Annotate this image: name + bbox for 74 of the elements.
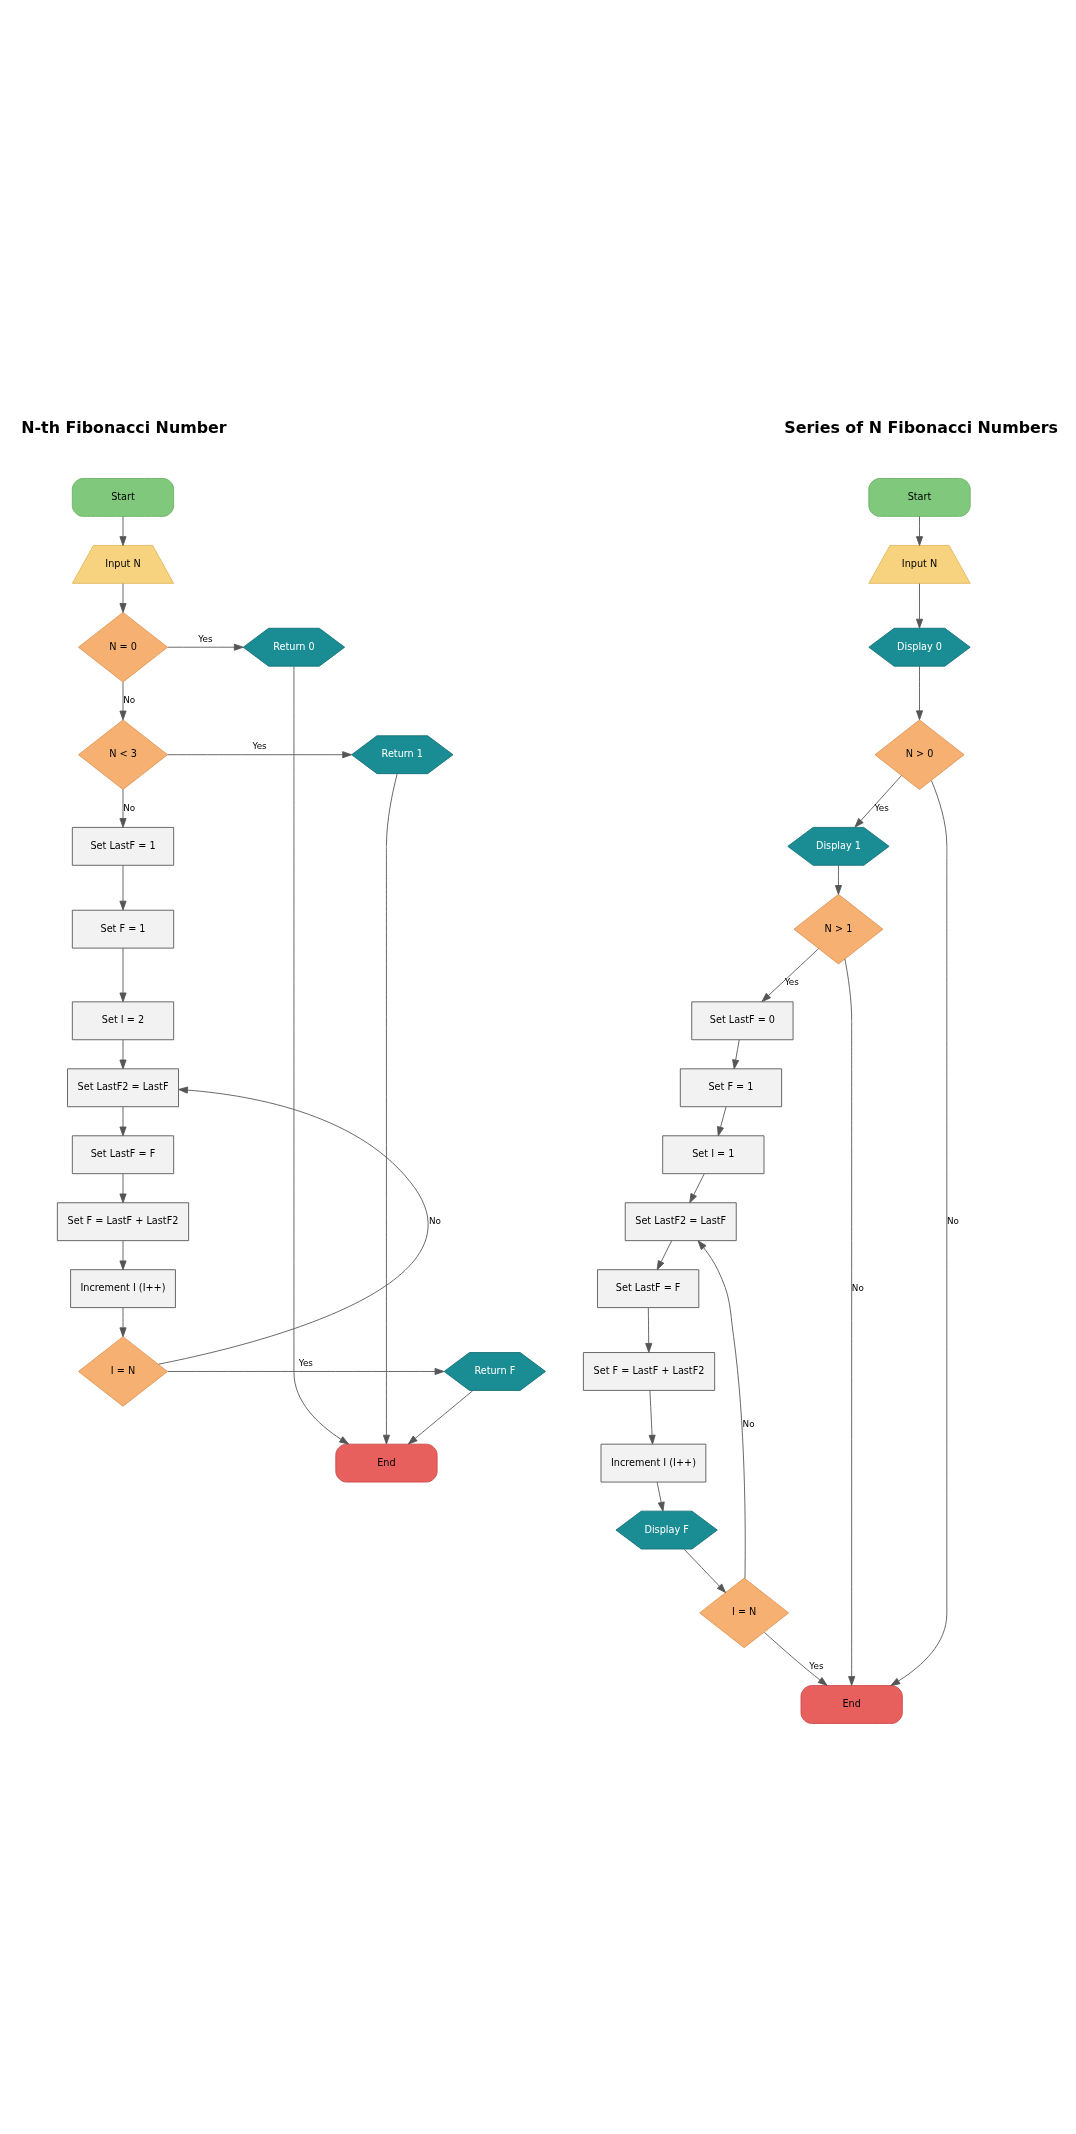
label: Series of N Fibonacci Numbers	[784, 417, 1058, 437]
arrow	[761, 947, 819, 1002]
arrow	[293, 665, 349, 1444]
node-box: Set I = 1	[662, 1134, 765, 1174]
edge-label: No	[947, 1215, 959, 1226]
node-diamond: I = N	[699, 1577, 790, 1648]
node-box: Set LastF2 = LastF	[624, 1201, 737, 1241]
node-box: Set LastF = 1	[71, 826, 175, 866]
arrow	[717, 1105, 727, 1136]
node-box: Start	[868, 477, 971, 517]
node-box: End	[800, 1684, 903, 1724]
node-box: Set LastF = F	[71, 1134, 175, 1174]
arrow	[689, 1172, 705, 1203]
arrow	[407, 1389, 474, 1444]
edge-label: Yes	[298, 1357, 313, 1368]
node-box: Set F = 1	[71, 909, 175, 949]
arrow	[119, 582, 127, 613]
node-box: Set LastF = 0	[691, 1000, 794, 1040]
node-diamond: N < 3	[78, 718, 168, 790]
arrow	[119, 1105, 127, 1136]
arrow	[119, 1038, 127, 1069]
node-diamond: I = N	[78, 1335, 168, 1407]
edge-label: No	[123, 802, 136, 813]
arrow	[648, 1389, 656, 1444]
edge-label: No	[851, 1282, 864, 1293]
node-box: Set F = LastF + LastF2	[582, 1351, 716, 1391]
arrow	[834, 864, 842, 895]
arrow	[119, 788, 127, 828]
edge-label: No	[123, 694, 136, 705]
arrow	[656, 1481, 665, 1512]
arrow	[645, 1307, 653, 1353]
edge-label: No	[428, 1215, 441, 1226]
node-box: Set F = LastF + LastF2	[56, 1201, 190, 1241]
arrow	[119, 864, 127, 910]
node-diamond: N = 0	[78, 611, 168, 682]
node-box: Set I = 2	[71, 1000, 175, 1040]
arrow	[119, 1172, 127, 1203]
label: N-th Fibonacci Number	[21, 417, 227, 437]
arrow	[854, 774, 902, 828]
arrow	[119, 1307, 127, 1337]
edge-label: Yes	[809, 1660, 824, 1671]
arrow	[697, 1239, 746, 1579]
node-diamond: N > 0	[874, 718, 965, 790]
node-box: Set F = 1	[679, 1067, 783, 1107]
arrow	[382, 772, 398, 1444]
arrow	[656, 1239, 673, 1270]
arrow	[732, 1038, 740, 1069]
arrow	[916, 582, 924, 628]
arrow	[119, 515, 127, 546]
arrow	[763, 1631, 828, 1686]
arrow	[167, 750, 352, 758]
node-diamond: N > 1	[793, 893, 884, 964]
arrow	[158, 1086, 428, 1365]
arrow	[119, 947, 127, 1002]
edge-label: Yes	[784, 976, 799, 987]
arrow	[844, 958, 856, 1686]
arrow	[890, 779, 948, 1686]
arrow	[683, 1548, 726, 1593]
node-box: Set LastF = F	[597, 1268, 700, 1308]
node-box: Set LastF2 = LastF	[67, 1067, 179, 1107]
arrow	[916, 665, 924, 720]
node-box: End	[335, 1443, 438, 1482]
arrow	[167, 1367, 445, 1375]
edge-label: Yes	[252, 740, 267, 751]
arrow	[119, 681, 127, 720]
edge-label: No	[742, 1418, 755, 1429]
node-box: Increment I (I++)	[70, 1268, 176, 1308]
node-box: Start	[71, 477, 175, 517]
edge-label: Yes	[874, 802, 889, 813]
arrow	[119, 1239, 127, 1270]
edge-label: Yes	[198, 633, 213, 644]
arrow	[916, 515, 924, 546]
arrow	[167, 643, 244, 651]
node-box: Increment I (I++)	[600, 1443, 707, 1482]
